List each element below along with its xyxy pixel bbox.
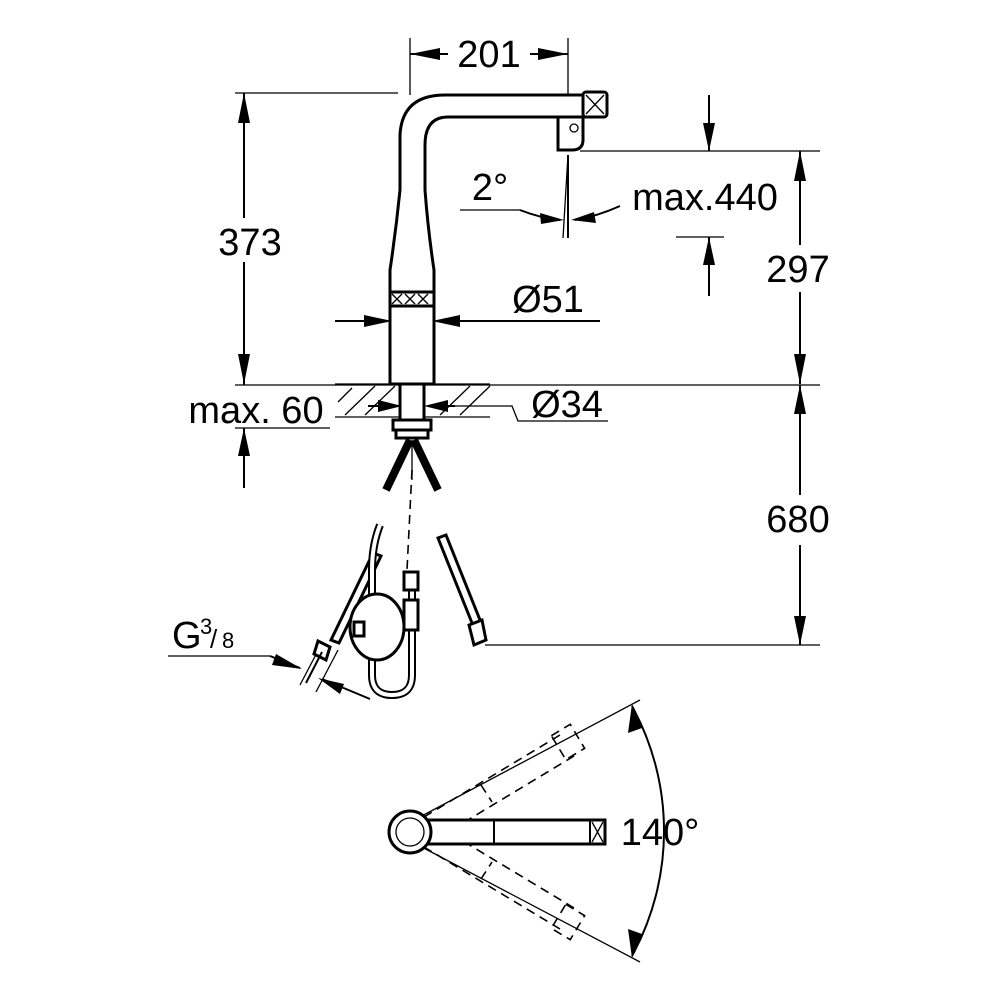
dimension-d34: Ø34	[368, 384, 608, 426]
spout-swung-up	[423, 723, 586, 839]
dim-2deg-label: 2°	[472, 167, 508, 209]
faucet-side-view	[305, 90, 609, 700]
dim-680-label: 680	[766, 499, 829, 541]
dim-297-label: 297	[766, 249, 829, 291]
supply-hose-right	[436, 533, 488, 648]
dim-d51-label: Ø51	[512, 279, 584, 321]
dimension-d51: Ø51	[335, 279, 600, 327]
dim-201-label: 201	[457, 34, 520, 76]
dimension-max60: max. 60	[188, 360, 820, 488]
dimension-201: 201	[409, 34, 569, 95]
dim-g-frac-num: 3	[200, 614, 212, 639]
spout-swung-down	[423, 825, 586, 941]
dim-max60-label: max. 60	[188, 390, 323, 432]
dimension-max440: max.440	[632, 95, 778, 296]
faucet-base-cylinder	[388, 304, 436, 386]
dimension-680: 680	[485, 385, 830, 646]
faucet-base-top	[387, 809, 433, 855]
dim-140deg-label: 140°	[621, 812, 700, 854]
spout-center-position	[387, 809, 607, 855]
dimension-angle-2deg: 2°	[460, 154, 621, 239]
dim-g-frac-den: 8	[222, 628, 234, 653]
dimension-297: 297	[580, 150, 830, 384]
dim-d34-label: Ø34	[531, 384, 603, 426]
pull-out-hose	[348, 523, 420, 700]
dim-max440-label: max.440	[632, 177, 778, 219]
dimension-g38: G 3 / 8	[168, 614, 371, 700]
hose-weight	[348, 592, 406, 662]
spray-head	[556, 90, 609, 152]
dimension-373: 373	[218, 92, 398, 384]
faucet-top-view: 140°	[387, 699, 700, 963]
dim-g-label: G	[172, 615, 202, 657]
dim-373-label: 373	[218, 222, 281, 264]
dim-g-frac-slash: /	[210, 624, 218, 654]
